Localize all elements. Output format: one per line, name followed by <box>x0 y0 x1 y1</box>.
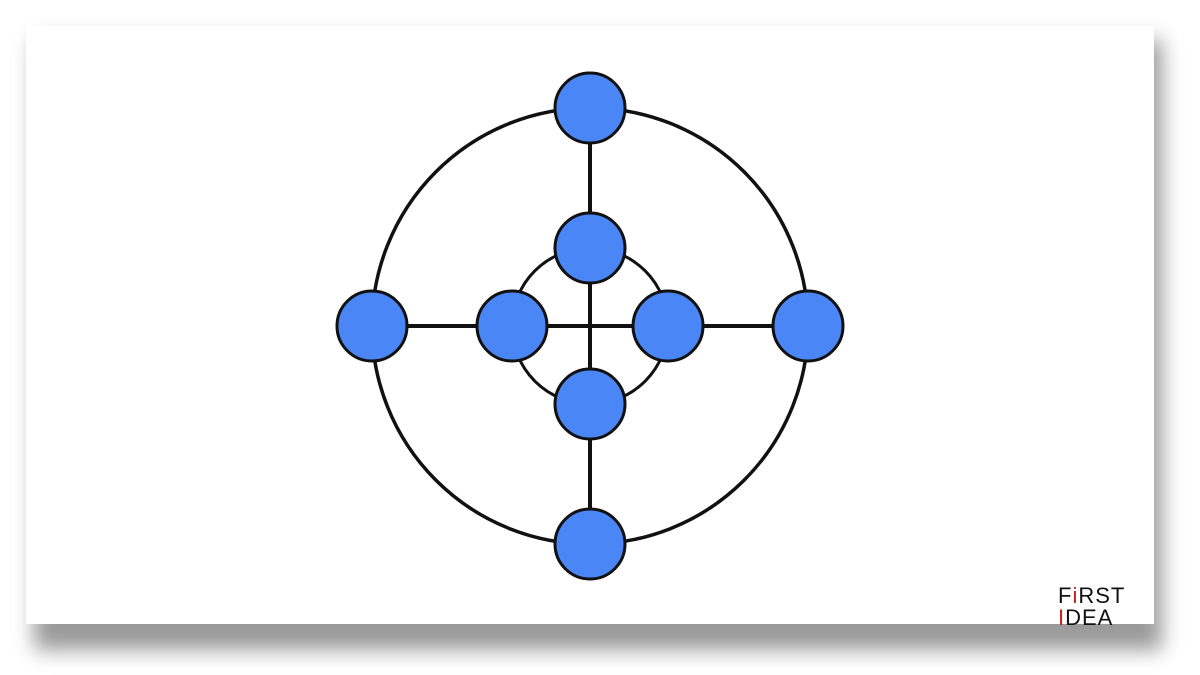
node-inner-top <box>553 211 627 285</box>
logo-line-2: IDEA <box>1058 607 1113 629</box>
node-outer-bottom <box>553 507 627 581</box>
node-inner-right <box>631 289 705 363</box>
logo-letters-dea: DEA <box>1065 605 1114 630</box>
first-idea-logo: FiRST IDEA <box>1058 583 1168 633</box>
ring-network-diagram <box>335 71 845 581</box>
logo-letter-f: F <box>1058 583 1073 608</box>
edges <box>372 108 808 544</box>
node-outer-right <box>771 289 845 363</box>
logo-line-1: FiRST <box>1058 585 1125 607</box>
logo-bar: I <box>1058 605 1066 630</box>
logo-letters-rst: RST <box>1078 583 1126 608</box>
node-inner-left <box>475 289 549 363</box>
logo-letter-i: i <box>1072 583 1079 608</box>
nodes <box>335 71 845 581</box>
node-inner-bottom <box>553 367 627 441</box>
node-outer-left <box>335 289 409 363</box>
slide: FiRST IDEA <box>26 26 1154 629</box>
node-outer-top <box>553 71 627 145</box>
